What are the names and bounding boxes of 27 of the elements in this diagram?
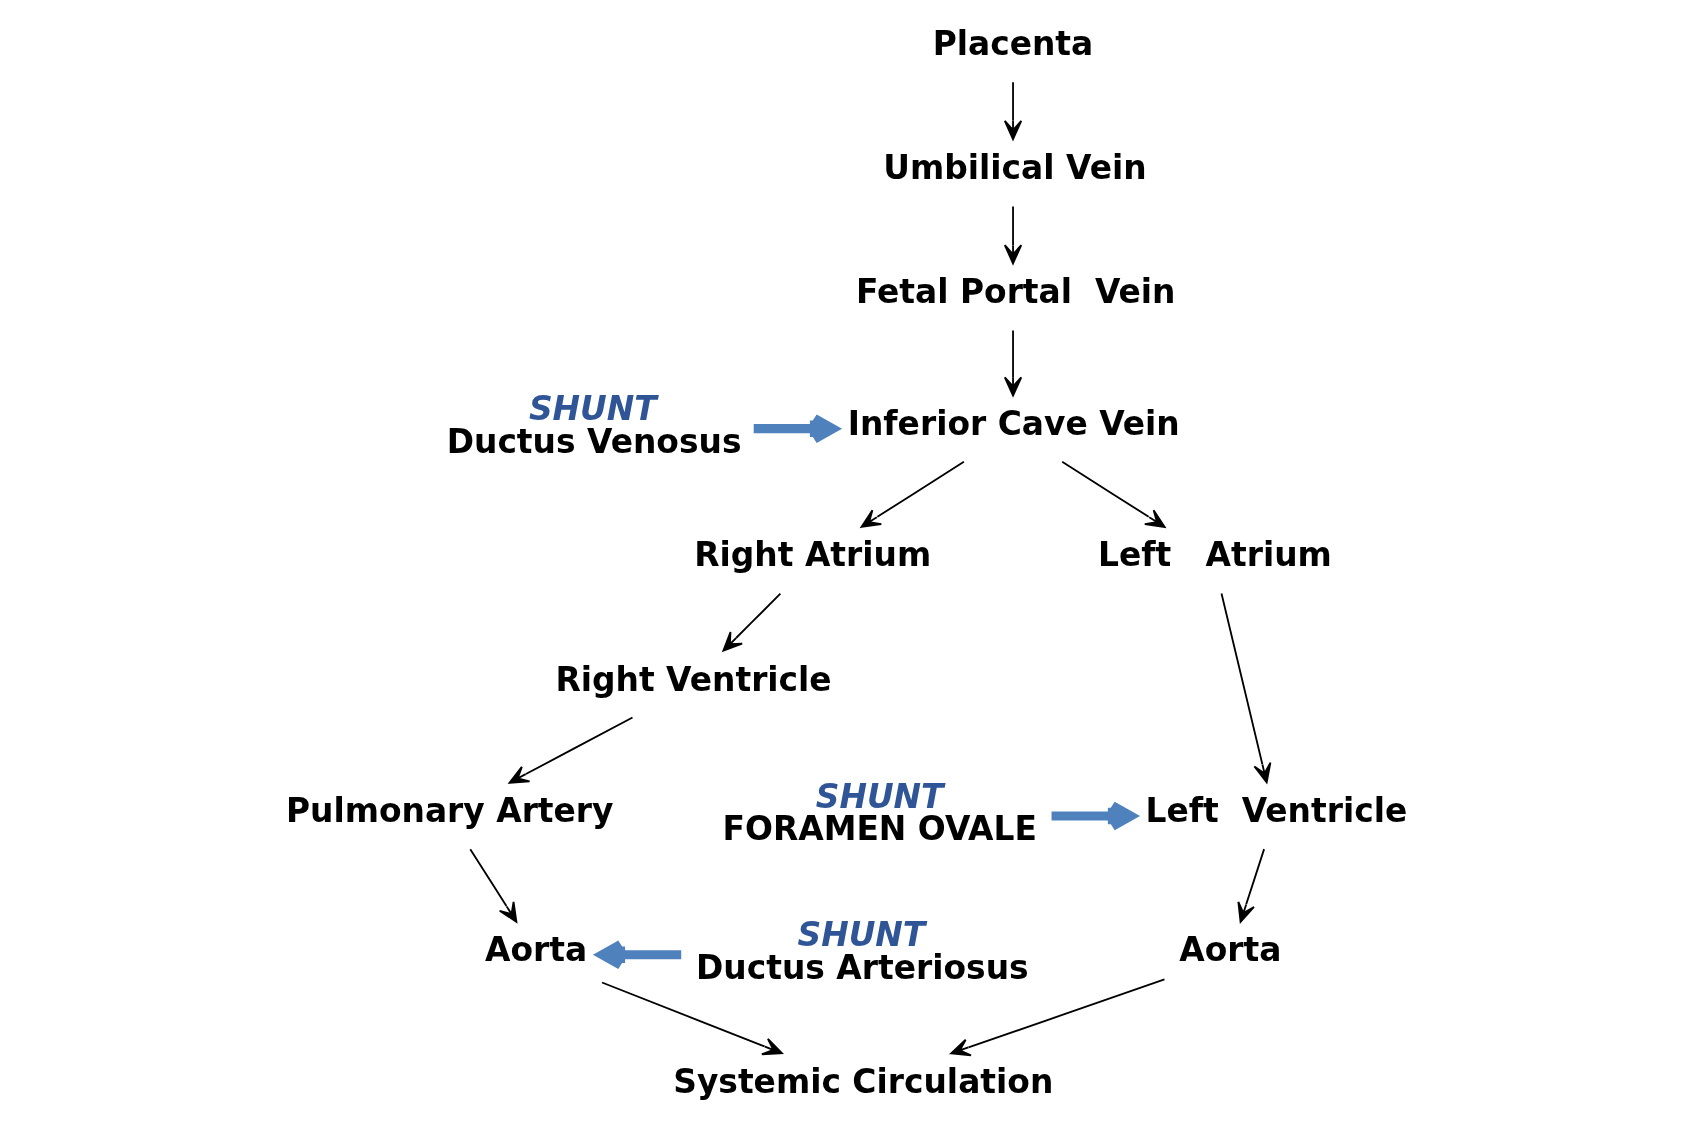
node-text: Aorta [1179, 930, 1282, 970]
node-text: SHUNT Ductus Arteriosus [696, 915, 1029, 988]
arrow [950, 978, 1166, 1057]
node-text: Fetal Portal Vein [855, 272, 1176, 312]
arrow [601, 981, 783, 1056]
arrow [1003, 81, 1023, 141]
arrow [722, 592, 782, 652]
arrow [1003, 205, 1023, 265]
node-text: Umbilical Vein [883, 148, 1147, 188]
arrow [469, 848, 518, 923]
arrow [860, 460, 965, 528]
node-text: Placenta [932, 23, 1094, 63]
node-text: SHUNT Ductus Venosus [446, 389, 742, 462]
arrow [1003, 329, 1023, 397]
node-text: Right Ventricle [555, 659, 832, 699]
node-text: Left Ventricle [1145, 791, 1408, 831]
node-text: Systemic Circulation [673, 1061, 1054, 1101]
node-text: Inferior Cave Vein [847, 403, 1180, 443]
node-text: SHUNT FORAMEN OVALE [722, 776, 1037, 849]
arrow [1061, 460, 1166, 528]
node-text: Pulmonary Artery [285, 791, 614, 831]
arrow [1237, 848, 1265, 923]
node-text: Right Atrium [694, 535, 932, 575]
arrow [1220, 592, 1272, 784]
node-text: Left Atrium [1097, 535, 1332, 575]
node-text: Aorta [485, 930, 588, 970]
arrow [508, 716, 634, 784]
